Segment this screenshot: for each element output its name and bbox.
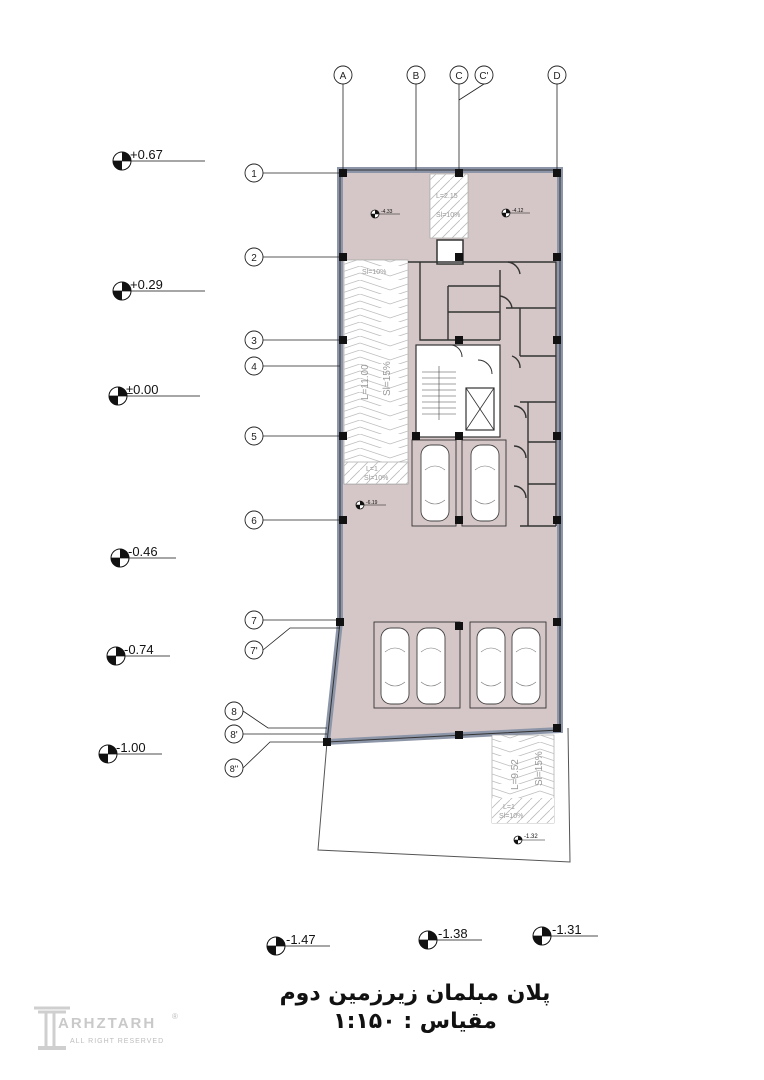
ramp-label: L=2.15 (436, 193, 458, 200)
ramp-label: L=9.52 (510, 759, 521, 790)
brand-logo (34, 1006, 70, 1050)
stair-core (415, 344, 501, 438)
grid-col-label: D (553, 71, 560, 82)
level-value: -1.38 (438, 926, 468, 941)
level-marker: -1.38 (418, 926, 482, 950)
level-marker: ±0.00 (108, 382, 200, 406)
grid-row-label: 8 (231, 707, 237, 718)
ramp-label: Sl=10% (364, 475, 388, 482)
level-value: +0.29 (130, 277, 163, 292)
grid-row-label: 7 (251, 616, 257, 627)
level-marker: -1.47 (266, 932, 330, 956)
grid-row-label: 3 (251, 336, 257, 347)
drawing-title-block: پلان مبلمان زیرزمین دوم مقیاس : ۱:۱۵۰ (250, 980, 580, 1036)
level-marker: -1.00 (98, 740, 162, 764)
level-marker: -1.31 (532, 922, 598, 946)
spot-level-value: -4.12 (512, 208, 524, 214)
level-value: -0.46 (128, 544, 158, 559)
grid-column-lines (342, 83, 558, 174)
level-value: -0.74 (124, 642, 154, 657)
grid-row-label: 1 (251, 169, 257, 180)
ramp-label: L=1 (366, 466, 378, 473)
level-value: -1.31 (552, 922, 582, 937)
level-marker: -0.74 (106, 642, 170, 666)
spot-level-value: -4.33 (381, 209, 393, 215)
grid-col-label: B (413, 71, 420, 82)
grid-col-label: C' (479, 71, 488, 82)
level-value: -1.47 (286, 932, 316, 947)
level-marker: +0.29 (112, 277, 205, 301)
ramp-label: Sl=10% (436, 212, 460, 219)
level-marker: +0.67 (112, 147, 205, 171)
grid-row-label: 8'' (230, 764, 239, 774)
registered-mark: ® (172, 1012, 178, 1021)
spot-level-value: -6.19 (366, 500, 378, 506)
parking-bays (373, 439, 547, 709)
level-markers: +0.67 +0.29 ±0.00 -0.46 -0.74 (98, 147, 598, 956)
grid-row-bubbles (224, 163, 264, 778)
grid-row-label: 4 (251, 362, 257, 373)
spot-level-value: -1.32 (524, 834, 538, 840)
grid-row-label: 8' (230, 730, 238, 741)
structural-columns (323, 169, 561, 746)
ramp-label: L=1 (503, 804, 515, 811)
ramp-label: Sl=15% (534, 751, 545, 786)
level-value: ±0.00 (126, 382, 158, 397)
level-value: +0.67 (130, 147, 163, 162)
grid-row-label: 6 (251, 516, 257, 527)
grid-row-label: 7' (250, 646, 258, 657)
ramp-label: L=11.00 (360, 364, 371, 400)
brand-name: ARHZTARH (58, 1015, 157, 1032)
drawing-scale: مقیاس : ۱:۱۵۰ (333, 1009, 497, 1034)
ramp-label: Sl=15% (382, 361, 393, 396)
grid-col-label: C (455, 71, 462, 82)
grid-col-label: A (340, 71, 347, 82)
brand-tagline: ALL RIGHT RESERVED (70, 1038, 165, 1045)
level-marker: -0.46 (110, 544, 176, 568)
ramp-label: Sl=10% (499, 813, 523, 820)
drawing-title: پلان مبلمان زیرزمین دوم (279, 981, 551, 1006)
spot-levels: -4.33 -4.12 -6.19 -1.32 (355, 208, 545, 845)
grid-row-lines (242, 172, 343, 769)
grid-row-label: 2 (251, 253, 257, 264)
site-boundary (317, 727, 571, 863)
level-value: -1.00 (116, 740, 146, 755)
ramp-label: Sl=10% (362, 269, 386, 276)
grid-column-bubbles (333, 65, 567, 85)
grid-row-label: 5 (251, 432, 257, 443)
